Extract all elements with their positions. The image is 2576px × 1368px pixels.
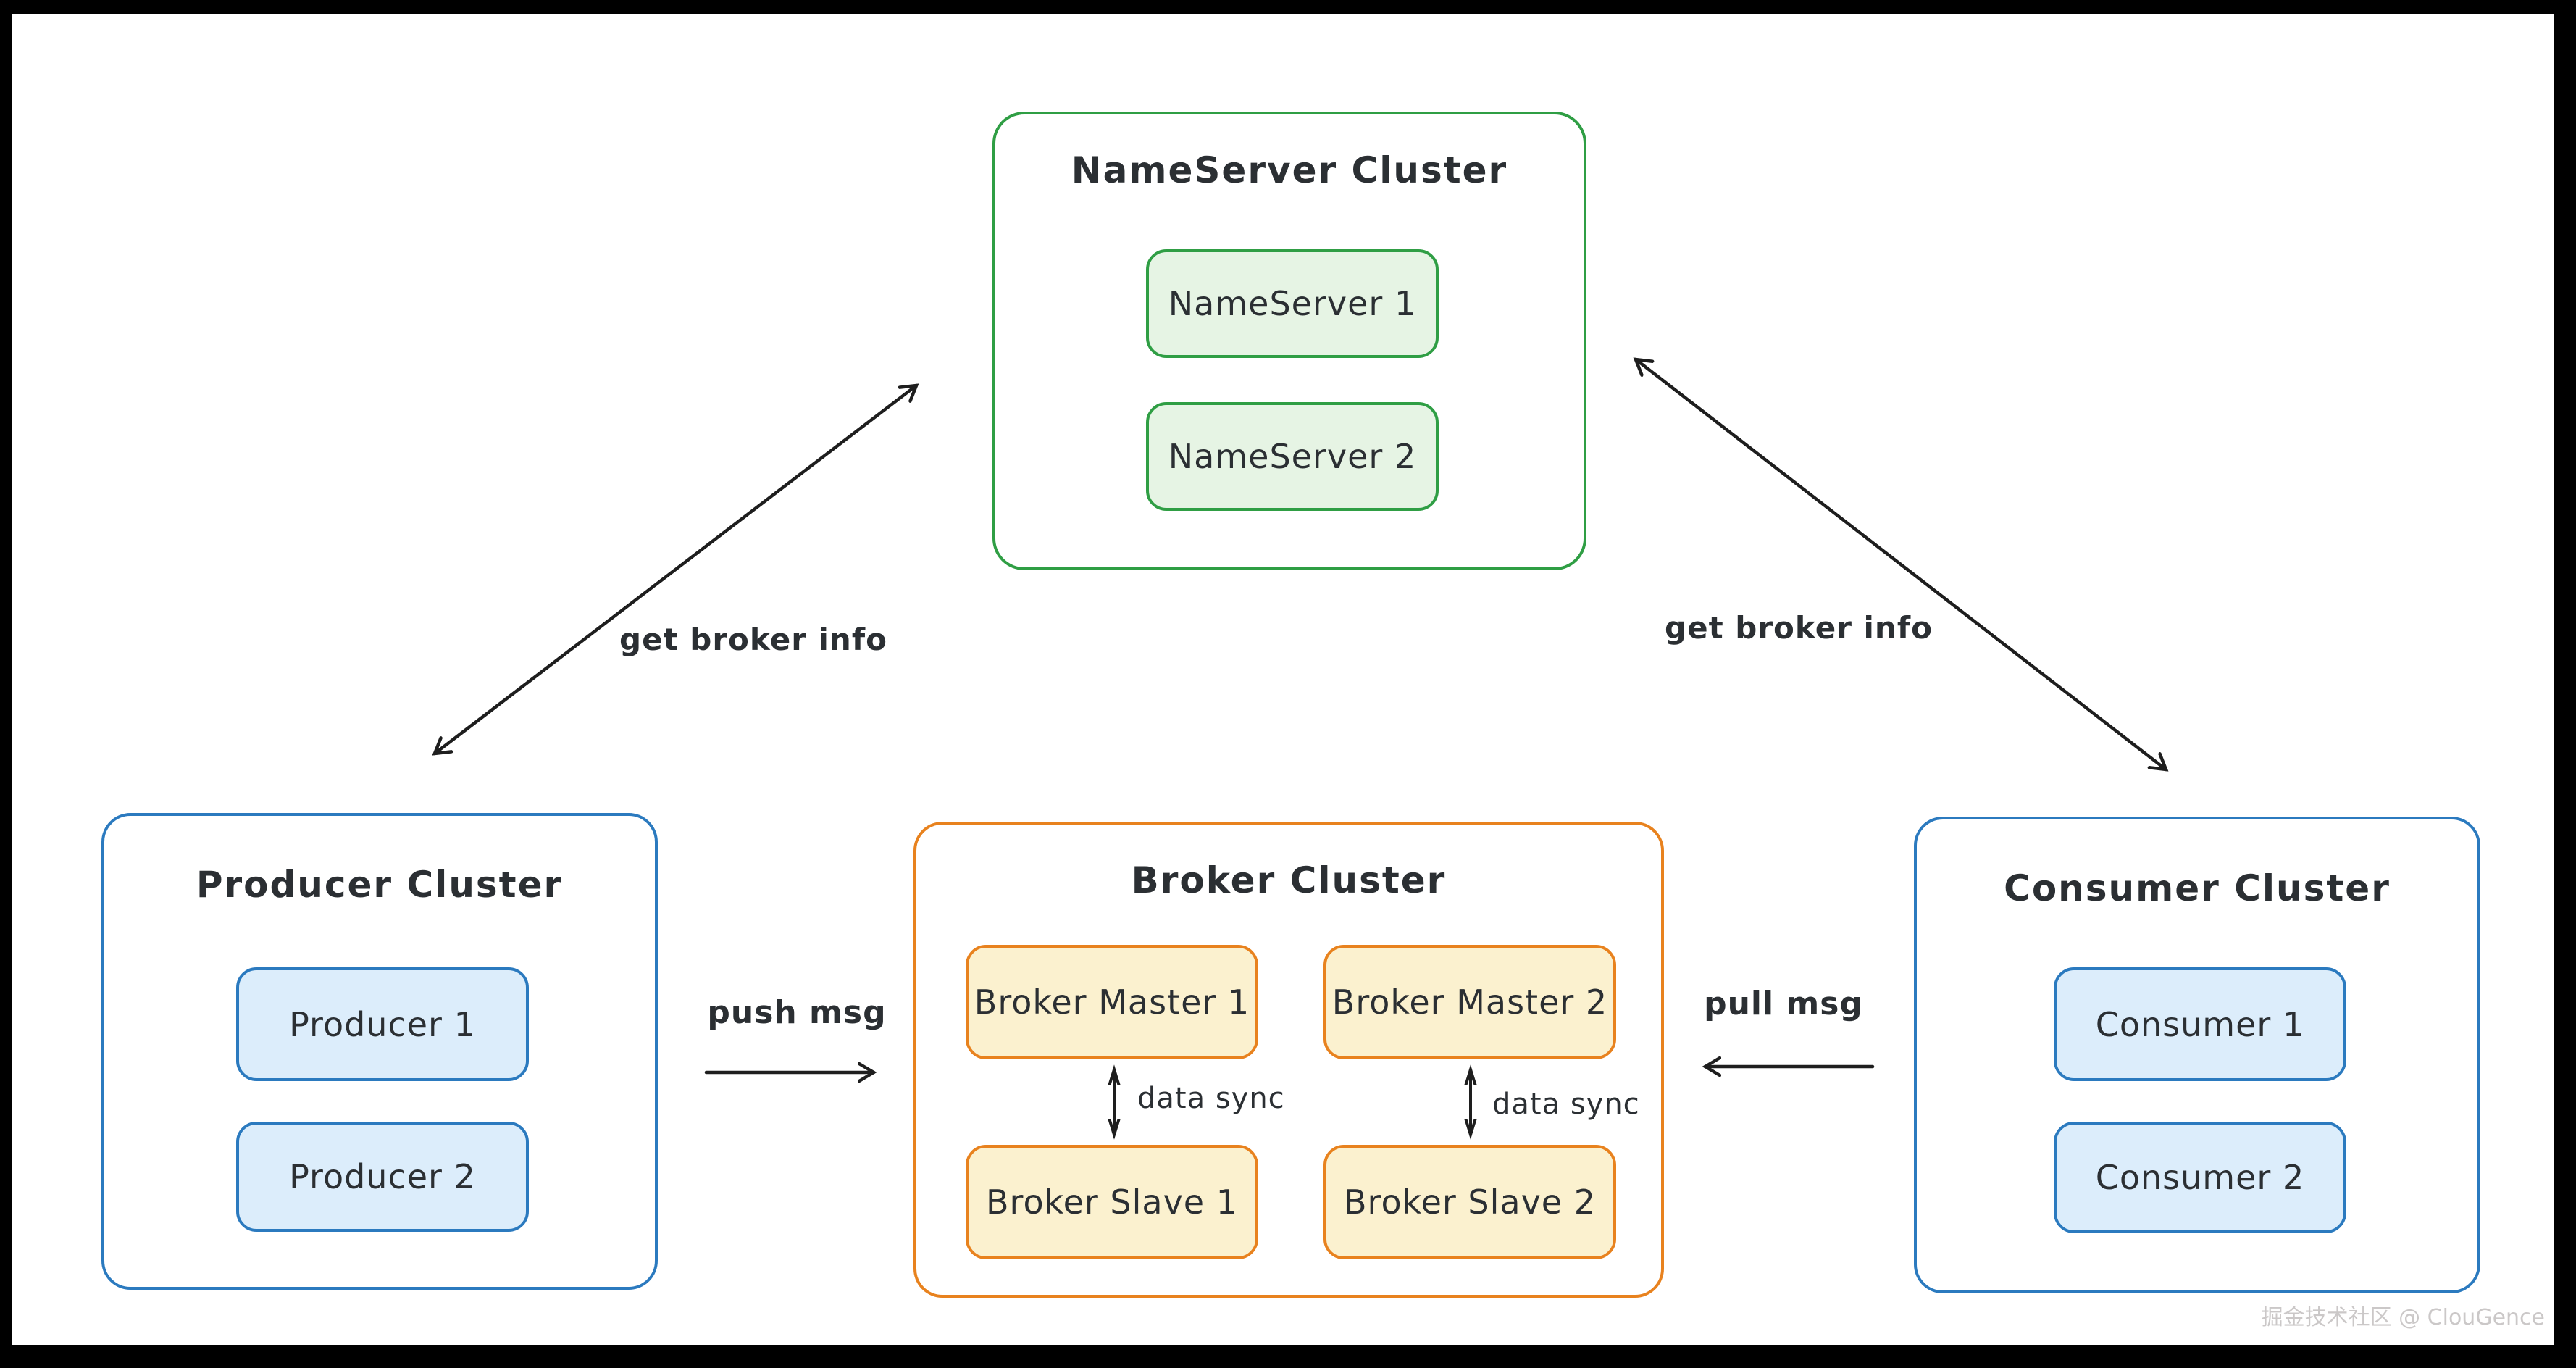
- data-sync-label-1: data sync: [1137, 1082, 1285, 1115]
- get-broker-info-label-left: get broker info: [619, 622, 887, 657]
- producer-2-label: Producer 2: [289, 1157, 476, 1196]
- broker-master-2-node: Broker Master 2: [1323, 945, 1616, 1059]
- nameserver-2-label: NameServer 2: [1168, 437, 1417, 476]
- consumer-1-label: Consumer 1: [2095, 1004, 2305, 1044]
- nameserver-1-label: NameServer 1: [1168, 284, 1417, 323]
- consumer-cluster-box: Consumer Cluster Consumer 1 Consumer 2: [1914, 817, 2480, 1293]
- broker-slave-1-label: Broker Slave 1: [985, 1183, 1239, 1222]
- push-msg-label: push msg: [707, 994, 887, 1031]
- producer-cluster-title: Producer Cluster: [196, 864, 564, 906]
- broker-slave-1-node: Broker Slave 1: [966, 1145, 1258, 1259]
- get-broker-info-label-right: get broker info: [1665, 610, 1933, 646]
- diagram-canvas: NameServer Cluster NameServer 1 NameServ…: [12, 14, 2554, 1345]
- producer-cluster-box: Producer Cluster Producer 1 Producer 2: [101, 813, 658, 1290]
- broker-master-1-label: Broker Master 1: [974, 983, 1250, 1022]
- data-sync-label-2: data sync: [1492, 1088, 1640, 1121]
- broker-master-2-label: Broker Master 2: [1331, 983, 1608, 1022]
- consumer-cluster-title: Consumer Cluster: [2004, 867, 2391, 909]
- broker-slave-2-node: Broker Slave 2: [1323, 1145, 1616, 1259]
- producer-2-node: Producer 2: [236, 1122, 529, 1232]
- consumer-2-node: Consumer 2: [2054, 1122, 2346, 1233]
- consumer-1-node: Consumer 1: [2054, 967, 2346, 1081]
- broker-master-1-node: Broker Master 1: [966, 945, 1258, 1059]
- nameserver-1-node: NameServer 1: [1146, 249, 1439, 358]
- nameserver-2-node: NameServer 2: [1146, 402, 1439, 511]
- broker-cluster-title: Broker Cluster: [1131, 859, 1447, 901]
- pull-msg-label: pull msg: [1704, 985, 1863, 1022]
- producer-1-node: Producer 1: [236, 967, 529, 1081]
- producer-1-label: Producer 1: [289, 1004, 476, 1044]
- watermark-text: 掘金技术社区 @ ClouGence: [2261, 1305, 2545, 1330]
- broker-cluster-box: Broker Cluster Broker Master 1 Broker Ma…: [913, 822, 1664, 1298]
- nameserver-cluster-box: NameServer Cluster NameServer 1 NameServ…: [992, 112, 1586, 570]
- consumer-2-label: Consumer 2: [2095, 1158, 2305, 1197]
- broker-slave-2-label: Broker Slave 2: [1343, 1183, 1597, 1222]
- nameserver-cluster-title: NameServer Cluster: [1071, 149, 1508, 191]
